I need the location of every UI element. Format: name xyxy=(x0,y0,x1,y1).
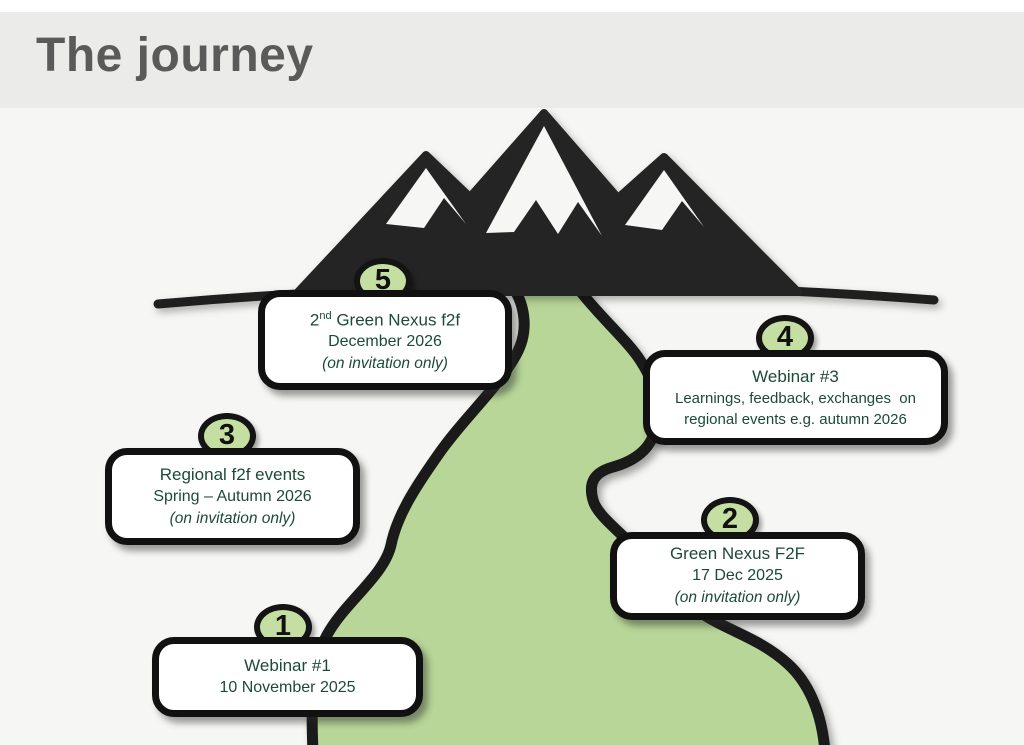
milestone-note: (on invitation only) xyxy=(322,355,448,373)
milestone-title: 2nd Green Nexus f2f xyxy=(309,309,461,330)
badge-number: 2 xyxy=(721,502,739,535)
badge-number: 4 xyxy=(776,320,794,353)
milestone-box-5: 2nd Green Nexus f2f December 2026 (on in… xyxy=(258,290,512,390)
milestone-date: 10 November 2025 xyxy=(219,679,356,696)
milestone-box-1: Webinar #1 10 November 2025 xyxy=(152,637,423,717)
milestone-title: Green Nexus F2F xyxy=(669,544,806,563)
milestone-desc-line: regional events e.g. autumn 2026 xyxy=(684,410,907,428)
milestone-date: 17 Dec 2025 xyxy=(692,567,783,584)
milestone-date: Spring – Autumn 2026 xyxy=(153,487,312,505)
page-title: The journey xyxy=(36,29,314,82)
badge-number: 1 xyxy=(274,609,292,642)
header-bar xyxy=(0,12,1024,108)
milestone-box-3: Regional f2f events Spring – Autumn 2026… xyxy=(105,448,360,545)
milestone-date: December 2026 xyxy=(328,333,442,351)
milestone-desc-line: Learnings, feedback, exchanges on xyxy=(674,389,916,407)
ordinal-superscript: nd xyxy=(319,309,332,322)
milestone-box-4: Webinar #3 Learnings, feedback, exchange… xyxy=(643,350,948,445)
milestone-note: (on invitation only) xyxy=(169,509,296,527)
badge-number: 3 xyxy=(218,418,236,451)
milestone-box-2: Green Nexus F2F 17 Dec 2025 (on invitati… xyxy=(610,532,865,620)
milestone-title: Regional f2f events xyxy=(159,464,306,484)
milestone-title: Webinar #1 xyxy=(244,656,331,675)
milestone-title: Webinar #3 xyxy=(752,366,839,386)
milestone-note: (on invitation only) xyxy=(674,589,801,606)
